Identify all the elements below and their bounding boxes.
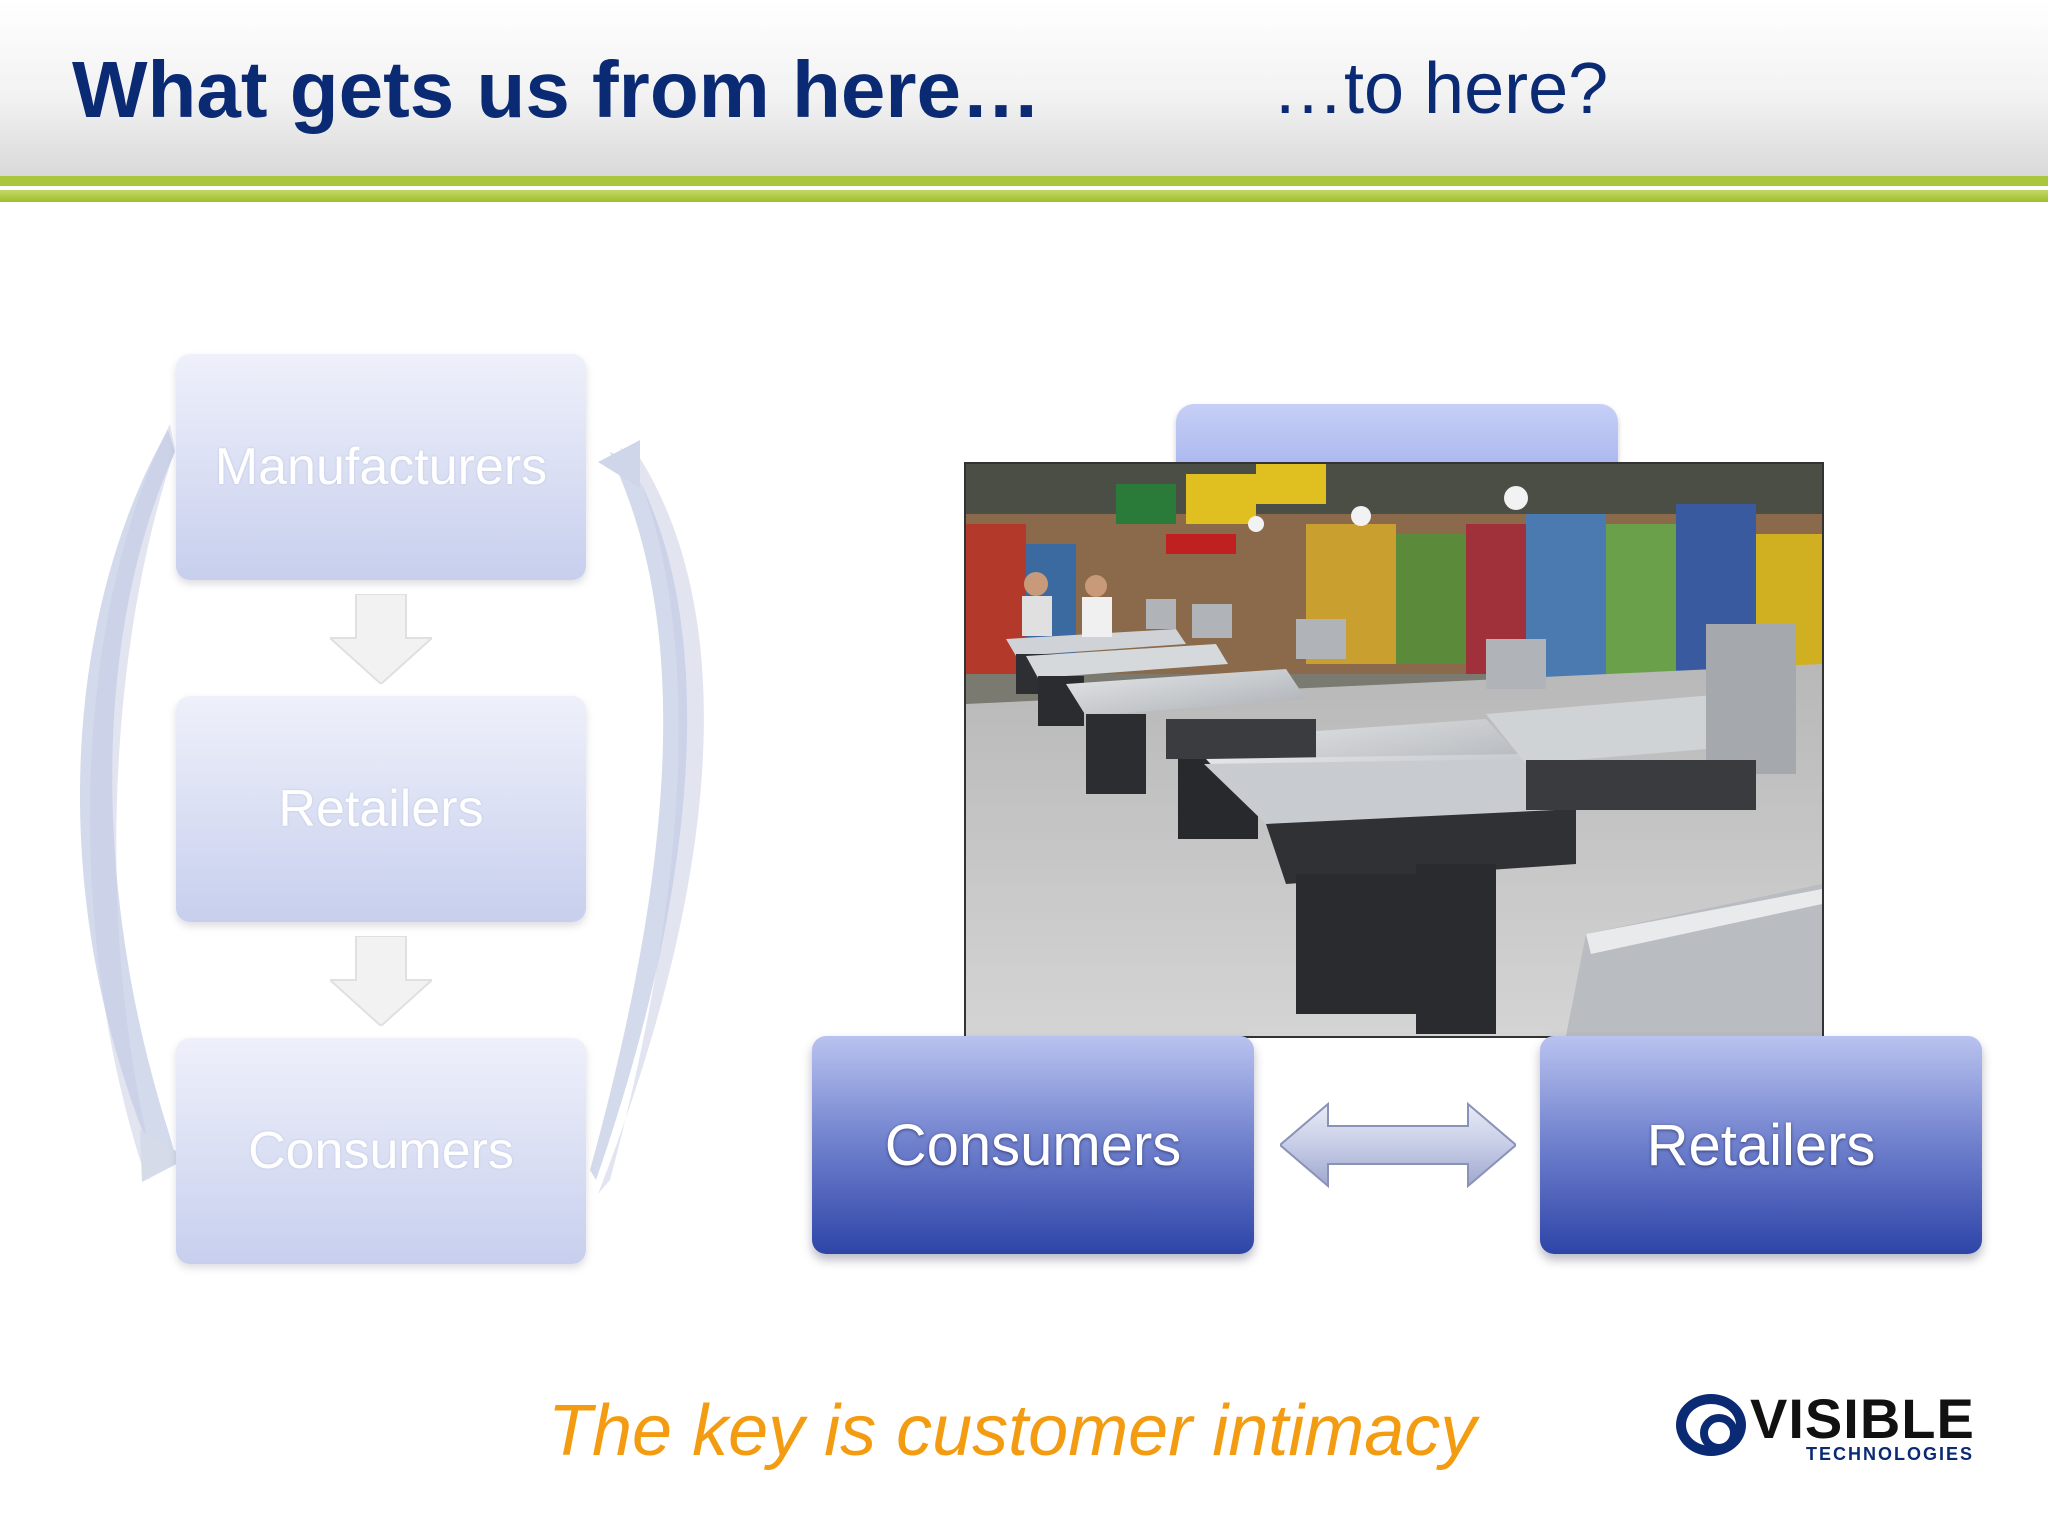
- slide-title: What gets us from here…: [72, 45, 1042, 134]
- tagline: The key is customer intimacy: [548, 1391, 1477, 1471]
- retailers-box-label: Retailers: [1646, 1112, 1876, 1178]
- retailers-box: Retailers: [1540, 1036, 1982, 1254]
- logo-subtext: TECHNOLOGIES: [1806, 1444, 1975, 1464]
- header-divider-line: [0, 176, 2048, 186]
- logo-wordmark: VISIBLE: [1750, 1387, 1975, 1450]
- flow-box-label: Manufacturers: [214, 438, 548, 496]
- left-cycle-arrow-front: [79, 430, 176, 1158]
- consumers-box-label: Consumers: [884, 1112, 1182, 1178]
- flow-box-label: Consumers: [248, 1122, 514, 1180]
- double-arrow-icon: [1280, 1102, 1516, 1188]
- slide-subtitle: …to here?: [1272, 49, 1609, 129]
- flow-box-manufacturers: Manufacturers: [176, 354, 586, 580]
- visible-technologies-logo: VISIBLE TECHNOLOGIES: [1676, 1387, 1986, 1472]
- right-cycle-arrow-front: [590, 452, 688, 1180]
- supermarket-checkout-photo: [964, 462, 1824, 1038]
- down-arrow-icon: [330, 594, 432, 684]
- right-cycle-arrow: [598, 448, 704, 1194]
- left-cycle-arrow: [89, 424, 175, 1180]
- flow-box-consumers: Consumers: [176, 1038, 586, 1264]
- logo-at-icon: [1676, 1394, 1746, 1456]
- flow-box-retailers: Retailers: [176, 696, 586, 922]
- right-cycle-arrowhead: [598, 440, 640, 488]
- header-divider-line-lower: [0, 190, 2048, 202]
- consumers-box: Consumers: [812, 1036, 1254, 1254]
- flow-box-label: Retailers: [278, 780, 484, 838]
- slide-header: [0, 0, 2048, 176]
- down-arrow-icon: [330, 936, 432, 1026]
